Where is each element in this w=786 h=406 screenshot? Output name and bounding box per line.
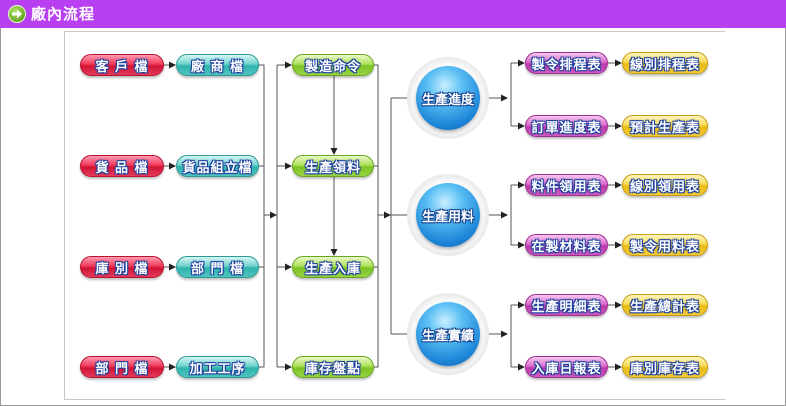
- page-title: 廠內流程: [31, 5, 96, 23]
- hub-production-results-button[interactable]: 生產實績: [416, 302, 480, 366]
- node-manufacturing-order[interactable]: 製造命令: [292, 54, 374, 76]
- report-mo-schedule[interactable]: 製令排程表: [525, 52, 608, 74]
- report-wip-materials[interactable]: 在製材料表: [525, 234, 608, 256]
- node-material-issue[interactable]: 生產領料: [292, 155, 374, 177]
- report-warehouse-stock[interactable]: 庫別庫存表: [622, 356, 708, 378]
- node-production-receipt[interactable]: 生產入庫: [292, 256, 374, 278]
- title-bar: 廠內流程: [0, 0, 786, 28]
- hub-production-progress-button[interactable]: 生產進度: [416, 66, 480, 130]
- report-production-detail[interactable]: 生產明細表: [525, 294, 608, 316]
- report-line-usage[interactable]: 線別領用表: [622, 174, 708, 196]
- hub-production-progress: 生產進度: [407, 57, 489, 139]
- node-stock-count[interactable]: 庫存盤點: [292, 356, 374, 378]
- node-product-file[interactable]: 貨 品 檔: [80, 155, 164, 177]
- node-department-file-2[interactable]: 部 門 檔: [176, 256, 259, 278]
- node-bom-file[interactable]: 貨品組立檔: [176, 155, 259, 177]
- hub-production-materials: 生產用料: [407, 174, 489, 256]
- node-department-file[interactable]: 部 門 檔: [80, 356, 164, 378]
- report-line-schedule[interactable]: 線別排程表: [622, 52, 708, 74]
- report-planned-production[interactable]: 預計生產表: [622, 115, 708, 137]
- node-customer-file[interactable]: 客 戶 檔: [80, 54, 164, 76]
- node-process-route[interactable]: 加工工序: [176, 356, 259, 378]
- report-order-progress[interactable]: 訂單進度表: [525, 115, 608, 137]
- hub-production-materials-button[interactable]: 生產用料: [416, 183, 480, 247]
- node-warehouse-file[interactable]: 庫 別 檔: [80, 256, 164, 278]
- node-vendor-file[interactable]: 廠 商 檔: [176, 54, 259, 76]
- bus-line: [259, 64, 265, 368]
- report-receipt-daily[interactable]: 入庫日報表: [525, 356, 608, 378]
- report-production-summary[interactable]: 生產總計表: [622, 294, 708, 316]
- report-material-usage[interactable]: 料件領用表: [525, 174, 608, 196]
- report-mo-materials[interactable]: 製令用料表: [622, 234, 708, 256]
- arrow-right-circle-icon: [8, 5, 26, 23]
- bus-line: [374, 64, 379, 368]
- hub-production-results: 生產實績: [407, 293, 489, 375]
